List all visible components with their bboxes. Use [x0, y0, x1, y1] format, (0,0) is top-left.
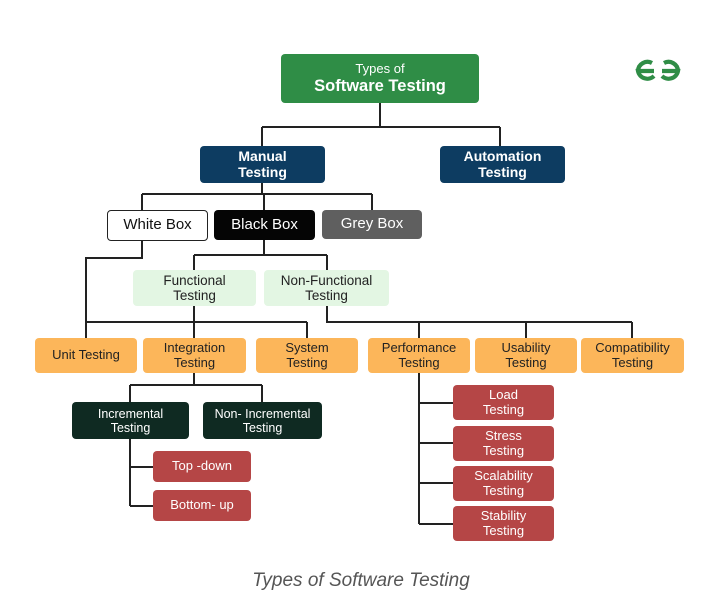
bottom-up-node: Bottom- up	[153, 490, 251, 521]
incremental-testing-node: Incremental Testing	[72, 402, 189, 439]
connector-incremental-types	[129, 439, 153, 507]
connector-blackbox-groups	[193, 240, 328, 270]
stability-testing-node: Stability Testing	[453, 506, 554, 541]
automation-testing-node: Automation Testing	[440, 146, 565, 183]
performance-testing-node: Performance Testing	[368, 338, 470, 373]
root-title-line1: Types of	[355, 60, 405, 76]
root-node: Types of Software Testing	[281, 54, 479, 103]
unit-testing-node: Unit Testing	[35, 338, 137, 373]
non-functional-testing-node: Non-Functional Testing	[264, 270, 389, 306]
load-testing-node: Load Testing	[453, 385, 554, 420]
non-incremental-testing-node: Non- Incremental Testing	[203, 402, 322, 439]
connector-nonfunctional-types	[326, 306, 633, 338]
root-title-line2: Software Testing	[314, 76, 446, 95]
connector-functional-types	[85, 306, 308, 338]
system-testing-node: System Testing	[256, 338, 358, 373]
connector-root-categories	[261, 103, 501, 146]
functional-testing-node: Functional Testing	[133, 270, 256, 306]
black-box-node: Black Box	[214, 210, 315, 240]
connector-integration-types	[129, 373, 263, 402]
geeksforgeeks-logo-icon	[635, 59, 681, 81]
usability-testing-node: Usability Testing	[475, 338, 577, 373]
connector-performance-types	[418, 373, 453, 525]
grey-box-node: Grey Box	[322, 210, 422, 239]
diagram-caption: Types of Software Testing	[252, 570, 470, 591]
scalability-testing-node: Scalability Testing	[453, 466, 554, 501]
top-down-node: Top -down	[153, 451, 251, 482]
connector-manual-boxes	[141, 183, 373, 210]
integration-testing-node: Integration Testing	[143, 338, 246, 373]
white-box-node: White Box	[107, 210, 208, 241]
manual-testing-node: Manual Testing	[200, 146, 325, 183]
connector-whitebox-unit	[85, 241, 143, 338]
stress-testing-node: Stress Testing	[453, 426, 554, 461]
compatibility-testing-node: Compatibility Testing	[581, 338, 684, 373]
